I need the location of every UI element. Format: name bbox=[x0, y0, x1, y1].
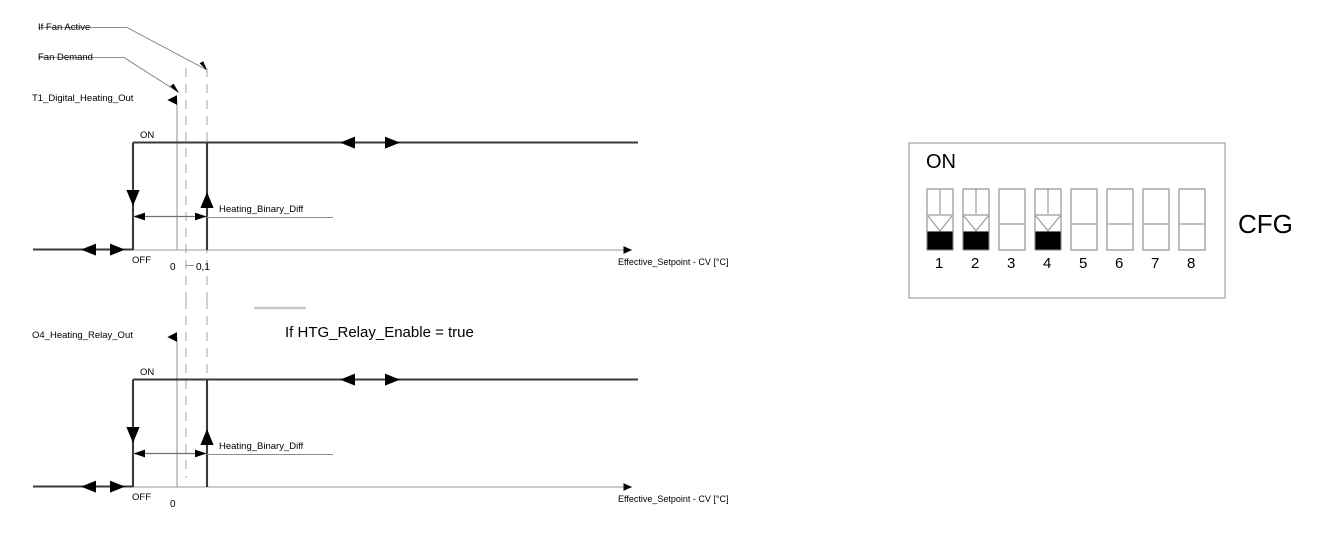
chart-top-tick-zero: 0 bbox=[170, 262, 176, 273]
chart-top-on-segment bbox=[133, 136, 638, 149]
chart-top-diff-label: Heating_Binary_Diff bbox=[219, 204, 304, 215]
chart-bottom-off-segment bbox=[33, 480, 133, 493]
chart-top: Heating_Binary_Diff If Fan Active Fan De… bbox=[32, 22, 728, 300]
chart-top-up-arrow bbox=[200, 192, 214, 208]
dip-switch-4[interactable]: 4 bbox=[1034, 188, 1062, 272]
relay-enable-annotation: If HTG_Relay_Enable = true bbox=[254, 306, 474, 341]
callout-if-fan-active bbox=[38, 27, 208, 72]
label-if-fan-active: If Fan Active bbox=[38, 22, 90, 33]
label-fan-demand: Fan Demand bbox=[38, 52, 93, 63]
dip-switch-1-number: 1 bbox=[935, 255, 943, 272]
chart-top-down-arrow bbox=[126, 190, 140, 206]
dip-switch-8[interactable]: 8 bbox=[1178, 188, 1206, 272]
chart-bottom-down-arrow bbox=[126, 427, 140, 443]
chart-top-x-axis-label: Effective_Setpoint - CV [°C] bbox=[618, 257, 728, 267]
dip-switch-7[interactable]: 7 bbox=[1142, 188, 1170, 272]
label-relay-enable: If HTG_Relay_Enable = true bbox=[285, 324, 474, 341]
dip-switch-3-number: 3 bbox=[1007, 255, 1015, 272]
chart-bottom-x-axis-label: Effective_Setpoint - CV [°C] bbox=[618, 494, 728, 504]
chart-bottom-y-axis-label: O4_Heating_Relay_Out bbox=[32, 330, 133, 341]
chart-bottom-up-arrow bbox=[200, 429, 214, 445]
dip-switch-3[interactable]: 3 bbox=[998, 188, 1026, 272]
chart-top-off-label: OFF bbox=[132, 255, 151, 266]
callout-fan-demand bbox=[38, 57, 179, 93]
dip-switch-panel-border bbox=[908, 142, 1226, 299]
chart-bottom: Heating_Binary_Diff O4_Heating_Relay_Out… bbox=[32, 300, 728, 510]
dip-switch-6[interactable]: 6 bbox=[1106, 188, 1134, 272]
chart-bottom-diff-label: Heating_Binary_Diff bbox=[219, 441, 304, 452]
chart-bottom-off-label: OFF bbox=[132, 492, 151, 503]
dip-switch-6-number: 6 bbox=[1115, 255, 1123, 272]
chart-top-on-label: ON bbox=[140, 130, 154, 141]
chart-bottom-on-label: ON bbox=[140, 367, 154, 378]
dip-switch-5-number: 5 bbox=[1079, 255, 1087, 272]
dip-switch-5[interactable]: 5 bbox=[1070, 188, 1098, 272]
dip-switch-2-number: 2 bbox=[971, 255, 979, 272]
chart-bottom-diff-measure bbox=[133, 449, 333, 458]
dip-switch-1[interactable]: 1 bbox=[926, 188, 954, 272]
chart-bottom-tick-zero: 0 bbox=[170, 499, 176, 510]
dip-switch-2[interactable]: 2 bbox=[962, 188, 990, 272]
cfg-label: CFG bbox=[1238, 209, 1293, 239]
dip-switch-4-number: 4 bbox=[1043, 255, 1051, 272]
dip-switch-8-number: 8 bbox=[1187, 255, 1195, 272]
dip-switch-on-label: ON bbox=[926, 151, 956, 173]
dip-switch-7-number: 7 bbox=[1151, 255, 1159, 272]
dip-switch-panel[interactable]: ON 1 2 3 bbox=[908, 142, 1293, 299]
chart-top-off-segment bbox=[33, 243, 133, 256]
chart-bottom-on-segment bbox=[133, 373, 638, 386]
chart-top-y-axis-label: T1_Digital_Heating_Out bbox=[32, 93, 134, 104]
chart-top-diff-measure bbox=[133, 212, 333, 221]
chart-top-tick-point-one: 0,1 bbox=[196, 262, 210, 273]
